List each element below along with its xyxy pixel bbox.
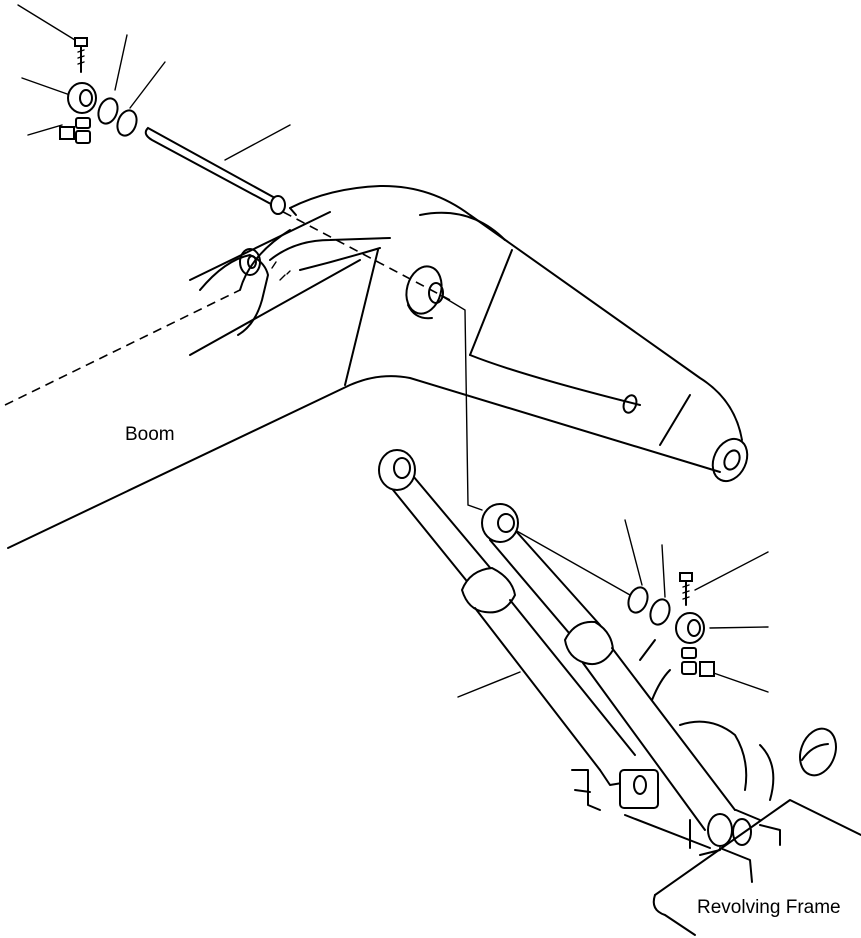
collar-icon (675, 612, 705, 644)
boom-foot-pin-icon (144, 126, 286, 215)
washer-icon (116, 109, 138, 137)
boom-cylinder-left (378, 449, 641, 786)
leader-lines (17, 4, 769, 698)
nut-icon (681, 647, 715, 677)
bolt-icon (74, 37, 88, 73)
collar-icon (67, 82, 97, 114)
washer-icon (627, 586, 649, 614)
boom-cylinder-right (481, 503, 736, 847)
revolving-frame (571, 639, 861, 936)
washer-icon (97, 97, 119, 125)
nut-icon (59, 117, 91, 144)
foot-pin-hardware (59, 37, 286, 215)
revolving-frame-label: Revolving Frame (697, 897, 841, 918)
boom-label: Boom (125, 424, 175, 445)
boom-body (4, 184, 749, 549)
bolt-icon (679, 572, 693, 606)
head-pin-hardware (627, 572, 715, 677)
washer-icon (649, 598, 671, 626)
